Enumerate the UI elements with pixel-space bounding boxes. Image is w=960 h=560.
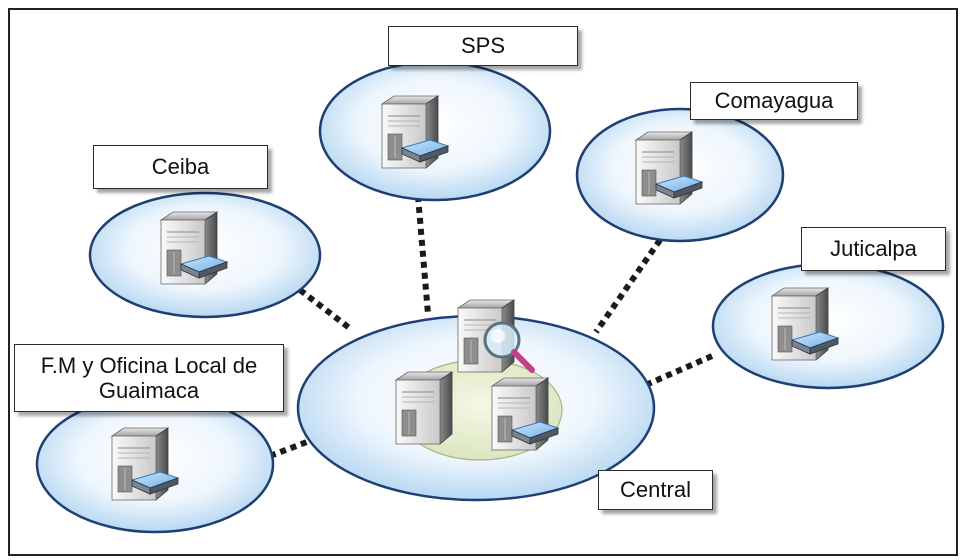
label-guaimaca-line2: Guaimaca xyxy=(98,378,200,403)
label-juticalpa: Juticalpa xyxy=(801,227,946,271)
label-guaimaca-line1: F.M y Oficina Local de xyxy=(40,353,258,378)
link-guaimaca-central xyxy=(268,437,314,459)
link-comayagua-central xyxy=(593,238,663,334)
links xyxy=(268,195,714,459)
label-comayagua: Comayagua xyxy=(690,82,858,120)
label-ceiba: Ceiba xyxy=(93,145,268,189)
server-search-icon xyxy=(457,299,535,373)
label-sps: SPS xyxy=(388,26,578,66)
label-central: Central xyxy=(598,470,713,510)
link-juticalpa-central xyxy=(646,353,714,387)
link-sps-central xyxy=(415,195,431,315)
diagram-frame xyxy=(8,8,958,556)
label-guaimaca: F.M y Oficina Local de Guaimaca xyxy=(14,344,284,412)
